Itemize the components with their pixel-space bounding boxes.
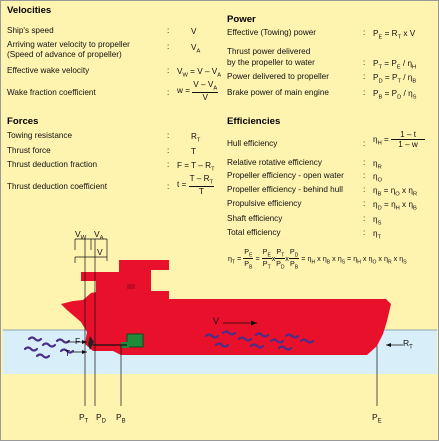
propeller [88,336,94,350]
propulsive-formula: ηD = ηH x ηB [373,200,417,212]
rel-rot-colon: : [363,158,366,167]
propulsive-label: Propulsive efficiency [227,199,302,208]
open-water-label: Propeller efficiency - open water [227,171,344,180]
thrust-deduction-fraction-label: Thrust deduction fraction [7,160,98,169]
wake-fraction-num: V – VA [192,80,219,93]
total-colon: : [363,228,366,237]
main-engine [126,333,144,348]
va-label-2: (Speed of advance of propeller) [7,50,122,59]
vw-colon: : [167,66,170,75]
f-label: F [75,336,81,346]
forces-heading: Forces [7,116,39,127]
hull-efficiency-den: 1 – w [398,140,418,149]
rt-label: RT [403,338,413,351]
effective-power-label: Effective (Towing) power [227,28,317,37]
thrust-force-formula: T [191,147,197,156]
va-top-label: VA [94,229,104,242]
towing-resistance-label: Towing resistance [7,131,73,140]
thrust-power-label: Thrust power delivered [227,47,311,56]
thrust-deduction-num: T – RT [188,174,215,187]
propulsive-colon: : [363,199,366,208]
t-label: T [65,348,71,358]
thrust-deduction-den: T [198,186,204,196]
rel-rot-formula: ηR [373,159,382,171]
va-formula: VA [191,43,201,55]
delivered-power-colon: : [363,72,366,81]
pe-label: PE [372,412,382,425]
shaft-formula: ηS [373,215,382,227]
hull-efficiency-label: Hull efficiency [227,139,278,148]
thrust-power-colon: : [363,58,366,67]
vw-formula: VW = V – VA [177,67,222,79]
effective-power-formula: PE = RT x V [373,29,416,41]
v-top-label: V [97,247,103,257]
hull-efficiency-num: 1 – t [391,130,426,140]
brake-power-formula: PB = PD / ηS [373,89,417,101]
thrust-force-colon: : [167,146,170,155]
delivered-power-label: Power delivered to propeller [227,72,329,81]
effective-power-colon: : [363,28,366,37]
pt-label: PT [79,412,89,425]
vw-label: VW [75,229,87,242]
ship-speed-colon: : [167,26,170,35]
delivered-power-formula: PD = PT / ηB [373,73,417,85]
total-formula: ηT [373,229,382,241]
f-arrowhead [82,340,87,344]
ship-velocity-arrowhead [251,320,257,326]
thrust-deduction-fraction-formula: F = T – RT [177,161,215,173]
open-water-colon: : [363,171,366,180]
hull-waves [204,330,315,351]
velocities-heading: Velocities [7,5,52,16]
brake-power-label: Brake power of main engine [227,88,329,97]
thrust-deduction-fraction-colon: : [167,160,170,169]
shaft-label: Shaft efficiency [227,214,283,223]
ship-hull [61,260,391,355]
va-colon: : [167,42,170,51]
rel-rot-label: Relative rotative efficiency [227,158,322,167]
thrust-deduction-coefficient-colon: : [167,182,170,191]
thrust-power-formula: PT = PE / ηH [373,59,417,71]
towing-resistance-formula: RT [191,132,201,144]
thrust-power-label-2: by the propeller to water [227,58,315,67]
hull-efficiency-colon: : [363,139,366,148]
va-label: Arriving water velocity to propeller [7,40,130,49]
open-water-formula: ηO [373,172,383,184]
ship-speed-label: Ship's speed [7,26,54,35]
thrust-deduction-coefficient-label: Thrust deduction coefficient [7,182,107,191]
wake-fraction-den: V [202,92,208,102]
brake-power-colon: : [363,88,366,97]
vw-label: Effective wake velocity [7,66,90,75]
ship-v-label: V [213,316,220,326]
towing-resistance-colon: : [167,131,170,140]
wake-fraction-label: Wake fraction coefficient [7,88,96,97]
ship-window [127,284,135,289]
rt-arrowhead [386,343,391,347]
pb-label: PB [116,412,126,425]
efficiencies-heading: Efficiencies [227,116,281,127]
thrust-force-label: Thrust force [7,146,51,155]
behind-hull-colon: : [363,185,366,194]
behind-hull-formula: ηB = ηO x ηR [373,186,418,198]
power-heading: Power [227,14,256,25]
wake-fraction-colon: : [167,88,170,97]
ship-speed-formula: V [191,27,197,36]
total-label: Total efficiency [227,228,281,237]
pd-label: PD [96,412,106,425]
behind-hull-label: Propeller efficiency - behind hull [227,185,343,194]
shaft-colon: : [363,214,366,223]
t-arrowhead [82,350,87,354]
